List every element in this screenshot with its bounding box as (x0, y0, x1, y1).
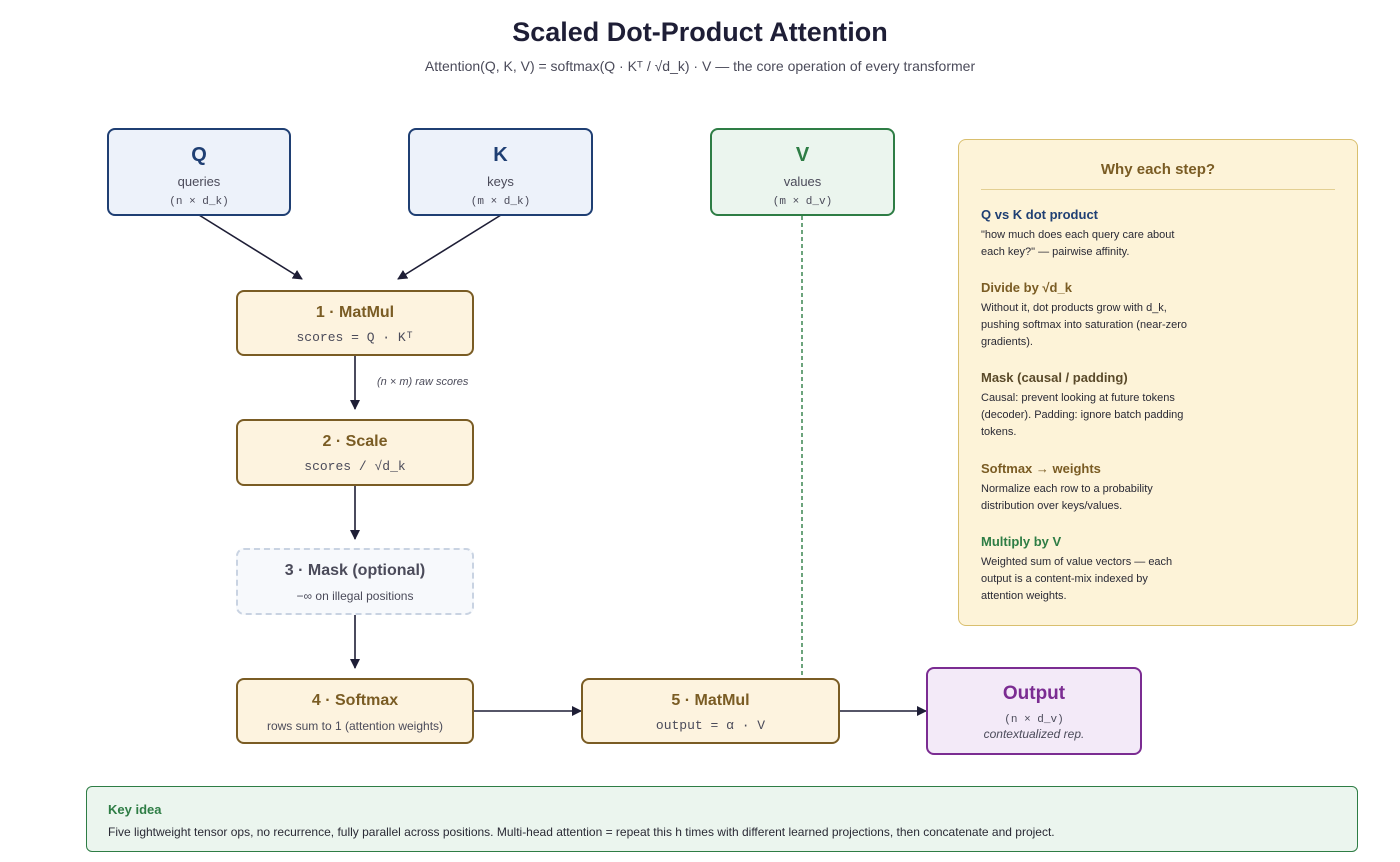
section-heading: Divide by √d_k (981, 280, 1072, 295)
output-title: Output (1002, 683, 1066, 704)
arrow-q-to-matmul (198, 214, 303, 280)
matmul-step-box: 1 · MatMul scores = Q · Kᵀ (236, 290, 474, 356)
diagram-subtitle: Attention(Q, K, V) = softmax(Q · Kᵀ / √d… (424, 58, 976, 74)
output-box: Output (n × d_v) contextualized rep. (926, 667, 1142, 755)
section-heading: Multiply by V (981, 534, 1062, 549)
key-label: keys (487, 174, 514, 189)
query-label: queries (177, 174, 221, 189)
matmul-output-step-formula: output = α · V (655, 718, 766, 733)
softmax-step-detail: rows sum to 1 (attention weights) (266, 719, 444, 733)
output-dim: (n × d_v) (1004, 714, 1064, 726)
matmul-output-step-title: 5 · MatMul (671, 692, 750, 709)
matmul-step-formula: scores = Q · Kᵀ (296, 330, 414, 345)
query-dim: (n × d_k) (169, 196, 229, 208)
query-box: Q queries (n × d_k) (107, 128, 291, 216)
value-dim: (m × d_v) (772, 196, 833, 208)
section-text: Normalize each row to a probability dist… (981, 483, 1153, 512)
softmax-step-title: 4 · Softmax (311, 692, 399, 709)
section-heading: Q vs K dot product (981, 207, 1098, 222)
mask-step-detail: −∞ on illegal positions (296, 589, 414, 603)
key-idea-box: Key idea Five lightweight tensor ops, no… (86, 786, 1358, 852)
section-heading: Softmax → weights (981, 461, 1101, 476)
mask-step-title: 3 · Mask (optional) (284, 562, 426, 579)
value-letter: V (795, 144, 810, 166)
key-letter: K (493, 144, 508, 166)
panel-section-mask: Mask (causal / padding) Causal: prevent … (981, 370, 1191, 441)
key-idea-text: Five lightweight tensor ops, no recurren… (108, 825, 1055, 839)
section-heading: Mask (causal / padding) (981, 370, 1128, 385)
panel-title: Why each step? (1100, 161, 1216, 178)
section-text: Causal: prevent looking at future tokens… (981, 392, 1184, 438)
matmul-step-title: 1 · MatMul (315, 304, 395, 321)
panel-section-dot-product: Q vs K dot product "how much does each q… (981, 207, 1191, 261)
key-idea-heading: Key idea (108, 802, 162, 817)
arrow-k-to-matmul (397, 214, 502, 280)
panel-section-softmax: Softmax → weights Normalize each row to … (981, 461, 1191, 515)
scale-step-title: 2 · Scale (322, 433, 388, 450)
section-text: Weighted sum of value vectors — each out… (981, 556, 1173, 602)
section-text: "how much does each query care about eac… (981, 229, 1175, 258)
panel-section-multiply: Multiply by V Weighted sum of value vect… (981, 534, 1191, 605)
key-box: K keys (m × d_k) (408, 128, 593, 216)
key-dim: (m × d_k) (470, 196, 531, 208)
query-letter: Q (191, 144, 207, 166)
panel-section-divide: Divide by √d_k Without it, dot products … (981, 280, 1191, 351)
scale-step-box: 2 · Scale scores / √d_k (236, 419, 474, 486)
raw-scores-label: (n × m) raw scores (377, 376, 469, 388)
mask-step-box: 3 · Mask (optional) −∞ on illegal positi… (236, 548, 474, 615)
softmax-step-box: 4 · Softmax rows sum to 1 (attention wei… (236, 678, 474, 744)
value-label: values (783, 174, 822, 189)
value-box: V values (m × d_v) (710, 128, 895, 216)
output-note: contextualized rep. (983, 727, 1085, 741)
diagram-title: Scaled Dot-Product Attention (512, 17, 888, 47)
why-each-step-panel: Why each step? Q vs K dot product "how m… (958, 139, 1358, 626)
panel-divider (981, 189, 1335, 190)
matmul-output-step-box: 5 · MatMul output = α · V (581, 678, 840, 744)
section-text: Without it, dot products grow with d_k, … (981, 302, 1188, 348)
scale-step-formula: scores / √d_k (304, 459, 406, 474)
